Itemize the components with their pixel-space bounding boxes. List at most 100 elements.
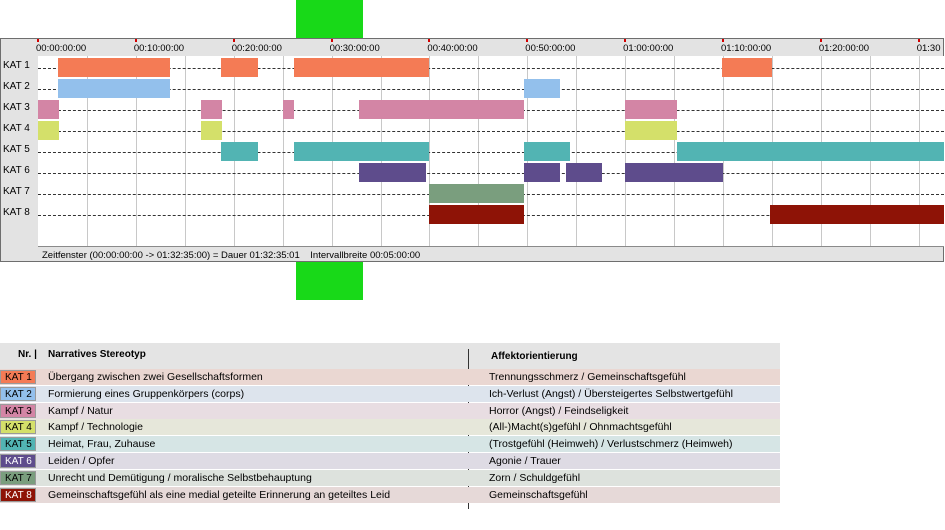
status-text: Zeitfenster (00:00:00:00 -> 01:32:35:00)… (42, 250, 421, 261)
legend-stereotype: Unrecht und Demütigung / moralische Selb… (48, 471, 312, 484)
tick-mark (917, 39, 920, 42)
legend-row: KAT 2 Formierung eines Gruppenkörpers (co… (0, 385, 780, 402)
legend-affekt: Ich-Verlust (Angst) / Übersteigertes Sel… (489, 387, 733, 400)
tick-mark (428, 39, 431, 42)
row-line (38, 89, 944, 90)
legend-header: Nr. | Narratives Stereotyp Affektorienti… (0, 343, 780, 369)
timeline-bar (359, 163, 427, 182)
gridline (282, 56, 284, 246)
tick-label: 00:30:00:00 (329, 43, 380, 54)
timeline-bar (524, 79, 560, 98)
legend-stereotype: Formierung eines Gruppenkörpers (corps) (48, 387, 245, 400)
legend-affekt: (All-)Macht(s)gefühl / Ohnmachtsgefühl (489, 421, 672, 434)
tick-mark (37, 39, 39, 42)
tick-mark (134, 39, 137, 42)
timeline-marker-bottom (296, 262, 363, 300)
category-label: KAT 4 (3, 123, 30, 134)
legend-header-nr: Nr. | (18, 349, 37, 360)
timeline-bar (722, 58, 772, 77)
legend-row: KAT 8 Gemeinschaftsgefühl als eine medial… (0, 486, 780, 503)
gridline (86, 56, 88, 246)
legend-stereotype: Kampf / Technologie (48, 421, 143, 434)
timeline-chart: 00:00:00:00 00:10:00:00 00:20:00:00 00:30:0… (0, 38, 944, 262)
legend-badge: KAT 2 (0, 386, 36, 401)
legend-row: KAT 6 Leiden / Opfer Agonie / Trauer (0, 453, 780, 469)
category-label: KAT 2 (3, 81, 30, 92)
row-line (38, 131, 944, 132)
legend-badge: KAT 1 (0, 370, 36, 384)
tick-mark (819, 39, 822, 42)
tick-mark (330, 39, 333, 42)
timeline-bar (625, 121, 678, 140)
legend-stereotype: Heimat, Frau, Zuhause (48, 438, 156, 451)
row-line (38, 68, 944, 69)
legend-header-affekt: Affektorientierung (491, 351, 578, 362)
gridline (576, 56, 578, 246)
gridline (429, 56, 431, 246)
gridline (674, 56, 676, 246)
legend-stereotype: Übergang zwischen zwei Gesellschaftsform… (48, 371, 263, 383)
legend-badge: KAT 8 (0, 487, 36, 502)
category-label: KAT 3 (3, 102, 30, 113)
gridline (478, 56, 480, 246)
timeline-bar (201, 121, 223, 140)
category-label: KAT 8 (3, 207, 30, 218)
timeline-bar (38, 121, 60, 140)
legend-affekt: Trennungsschmerz / Gemeinschaftsgefühl (489, 371, 686, 383)
timeline-bar (625, 163, 723, 182)
legend-row: KAT 1 Übergang zwischen zwei Gesellschaft… (0, 369, 780, 385)
timeline-bar (282, 100, 295, 119)
tick-label: 01:20:00:00 (818, 43, 870, 54)
legend-header-stereotype: Narratives Stereotyp (48, 349, 146, 360)
category-label: KAT 6 (3, 165, 30, 176)
category-label: KAT 1 (3, 60, 30, 71)
legend-badge: KAT 7 (0, 470, 36, 485)
tick-label: 00:20:00:00 (231, 43, 282, 54)
timeline-bar (524, 163, 560, 182)
tick-mark (232, 39, 235, 42)
timeline-bar (57, 58, 171, 77)
timeline-bar (677, 142, 944, 161)
gridline (184, 56, 186, 246)
gridline (625, 56, 627, 246)
legend-affekt: Agonie / Trauer (489, 455, 561, 467)
legend-badge: KAT 3 (0, 403, 36, 418)
tick-label: 01:10:00:00 (721, 43, 772, 54)
legend-stereotype: Gemeinschaftsgefühl als eine medial gete… (48, 488, 391, 501)
timeline-bar (625, 100, 678, 119)
plot-area (38, 56, 944, 246)
timeline-bar (201, 100, 223, 119)
tick-label: 01:30 (916, 43, 941, 54)
tick-label: 00:00:00:00 (36, 43, 87, 54)
legend-row: KAT 7 Unrecht und Demütigung / moralische… (0, 469, 780, 486)
tick-label: 00:50:00:00 (525, 43, 576, 54)
tick-mark (722, 39, 724, 42)
legend-stereotype: Leiden / Opfer (48, 455, 115, 467)
tick-label: 00:40:00:00 (427, 43, 478, 54)
tick-label: 00:10:00:00 (133, 43, 185, 54)
timeline-bar (294, 142, 429, 161)
timeline-bar (221, 58, 259, 77)
category-label: KAT 5 (3, 144, 30, 155)
timeline-bar (566, 163, 603, 182)
timeline-bar (221, 142, 259, 161)
status-bar: Zeitfenster (00:00:00:00 -> 01:32:35:00)… (38, 246, 944, 263)
tick-mark (526, 39, 529, 42)
legend-affekt: Zorn / Schuldgefühl (489, 471, 581, 484)
legend-badge: KAT 5 (0, 437, 36, 452)
legend-affekt: Horror (Angst) / Feindseligkeit (489, 404, 629, 417)
timeline-bar (428, 205, 525, 224)
legend-badge: KAT 6 (0, 454, 36, 468)
timeline-bar (524, 142, 570, 161)
category-label: KAT 7 (3, 186, 30, 197)
tick-mark (624, 39, 627, 42)
timeline-bar (38, 100, 60, 119)
row-line (38, 152, 944, 153)
gridline (135, 56, 137, 246)
legend-affekt: Gemeinschaftsgefühl (489, 488, 588, 501)
timeline-bar (294, 58, 429, 77)
legend-affekt: (Trostgefühl (Heimweh) / Verlustschmerz … (489, 438, 733, 451)
timeline-bar (57, 79, 171, 98)
timeline-bar (428, 184, 525, 203)
